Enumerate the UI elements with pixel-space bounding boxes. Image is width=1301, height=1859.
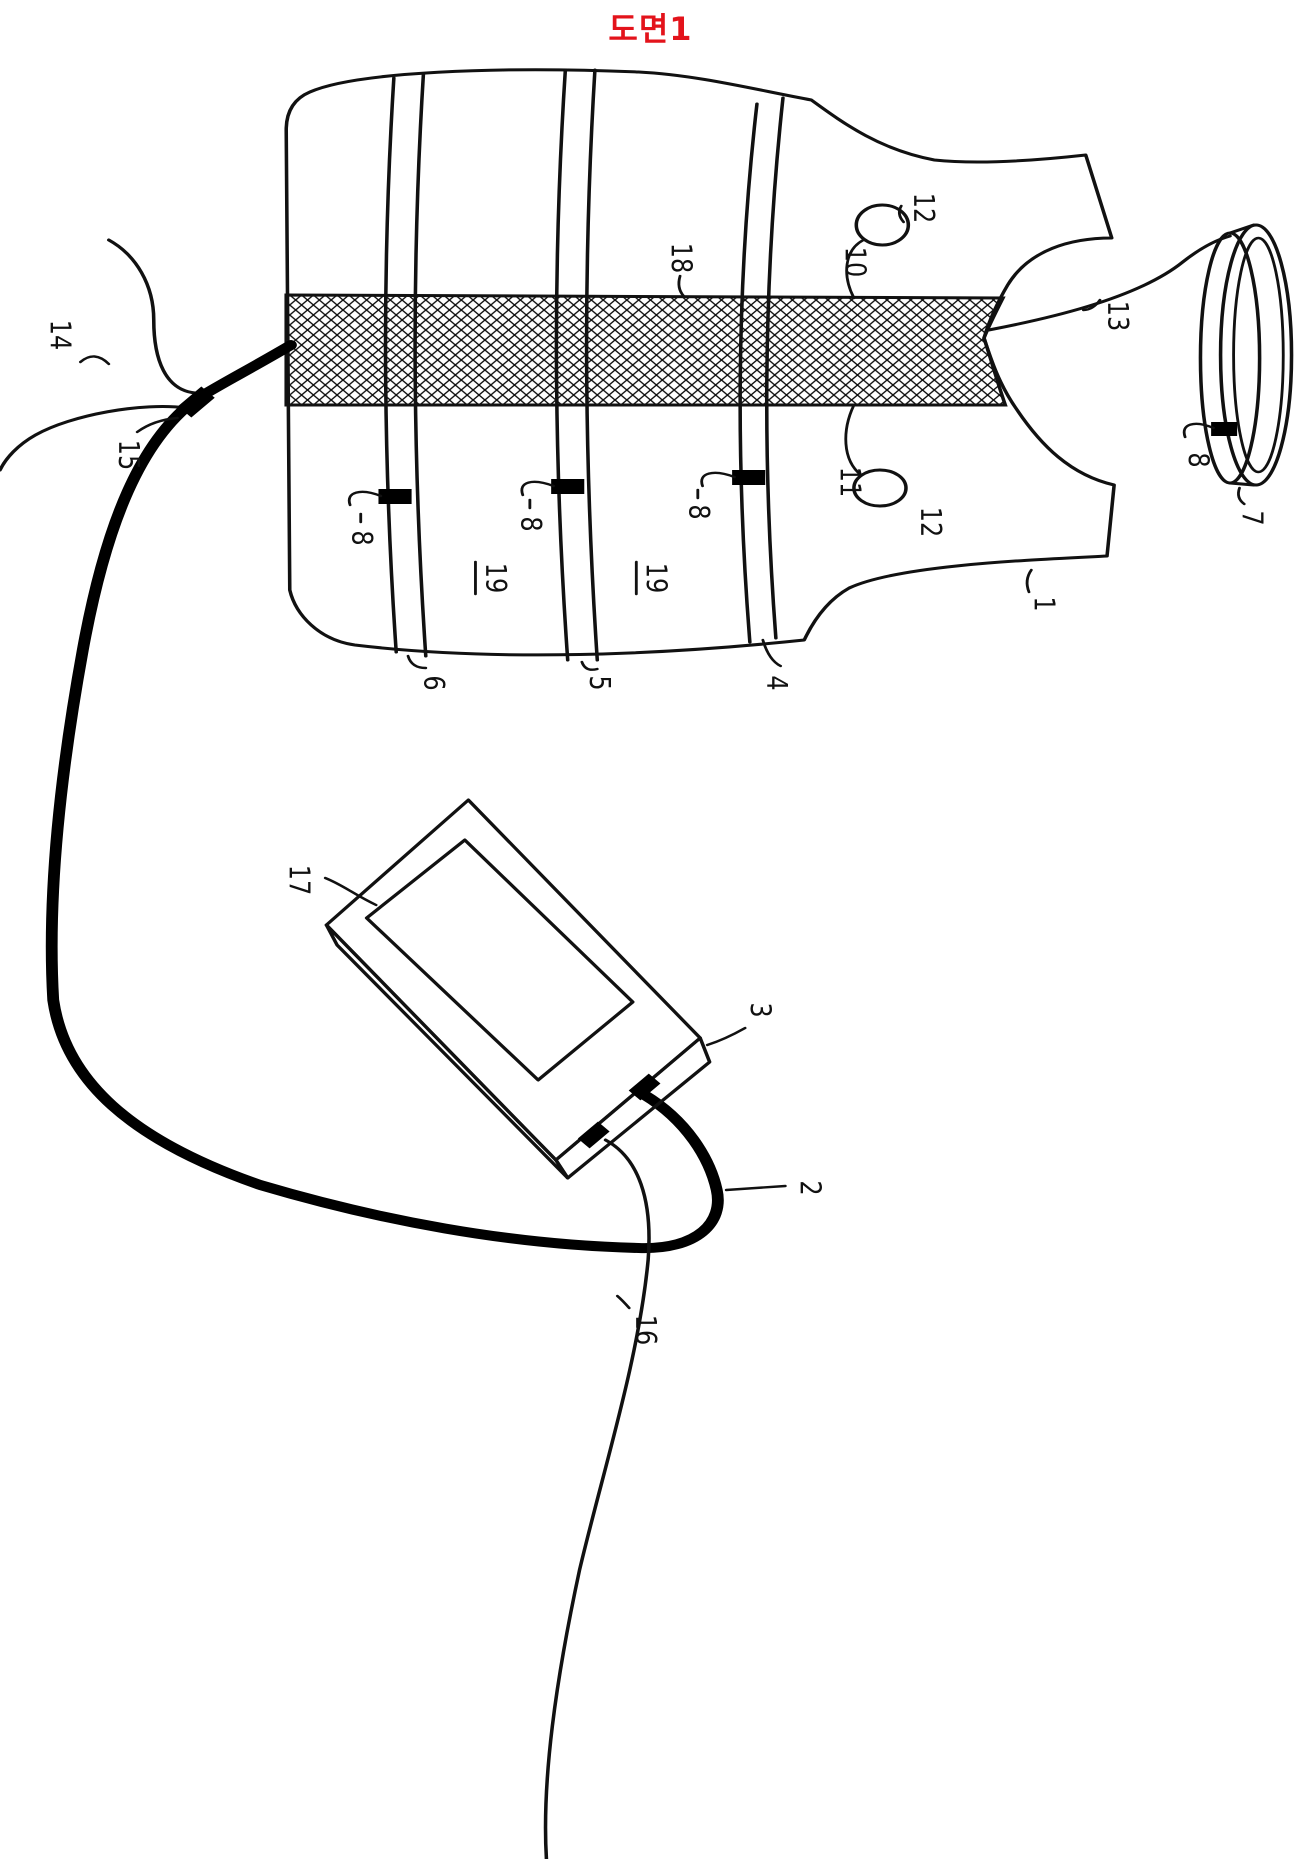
- reference-numeral-6: 6: [417, 675, 449, 690]
- reference-numeral-13: 13: [1100, 301, 1132, 332]
- reference-numeral-12: 12: [913, 507, 945, 538]
- cable-14: [109, 240, 195, 393]
- reference-numeral-10: 10: [838, 247, 870, 278]
- zipper-band: [286, 295, 1005, 405]
- reference-numeral-3: 3: [743, 1002, 775, 1017]
- reference-numeral-4: 4: [760, 675, 792, 690]
- reference-numeral-8: 8: [345, 530, 377, 545]
- display-screen: [367, 840, 633, 1080]
- reference-numeral-18: 18: [664, 243, 696, 274]
- reference-numeral-12: 12: [906, 193, 938, 224]
- control-unit: [326, 800, 709, 1178]
- reference-numeral-17: 17: [282, 865, 314, 896]
- reference-numeral-1: 1: [1027, 596, 1059, 611]
- reference-numeral-11: 11: [833, 467, 865, 498]
- fastener: [1184, 422, 1237, 437]
- reference-numeral-8: 8: [1181, 452, 1213, 467]
- reference-numeral-14: 14: [43, 320, 75, 351]
- fastener: [349, 489, 411, 505]
- reference-numeral-15: 15: [112, 440, 144, 471]
- reference-numeral-8: 8: [682, 504, 714, 519]
- reference-numeral-16: 16: [628, 1315, 660, 1346]
- fastener: [522, 479, 584, 495]
- hose-2: [52, 345, 718, 1248]
- reference-numeral-5: 5: [582, 675, 614, 690]
- reference-numeral-8: 8: [514, 516, 546, 531]
- reference-numeral-7: 7: [1235, 510, 1267, 525]
- reference-numeral-19: 19: [639, 563, 671, 594]
- reference-numeral-2: 2: [793, 1180, 825, 1195]
- neck-ring: [1200, 225, 1291, 485]
- reference-numeral-19: 19: [478, 563, 510, 594]
- port-connector: [578, 1122, 610, 1149]
- fastener: [702, 470, 766, 486]
